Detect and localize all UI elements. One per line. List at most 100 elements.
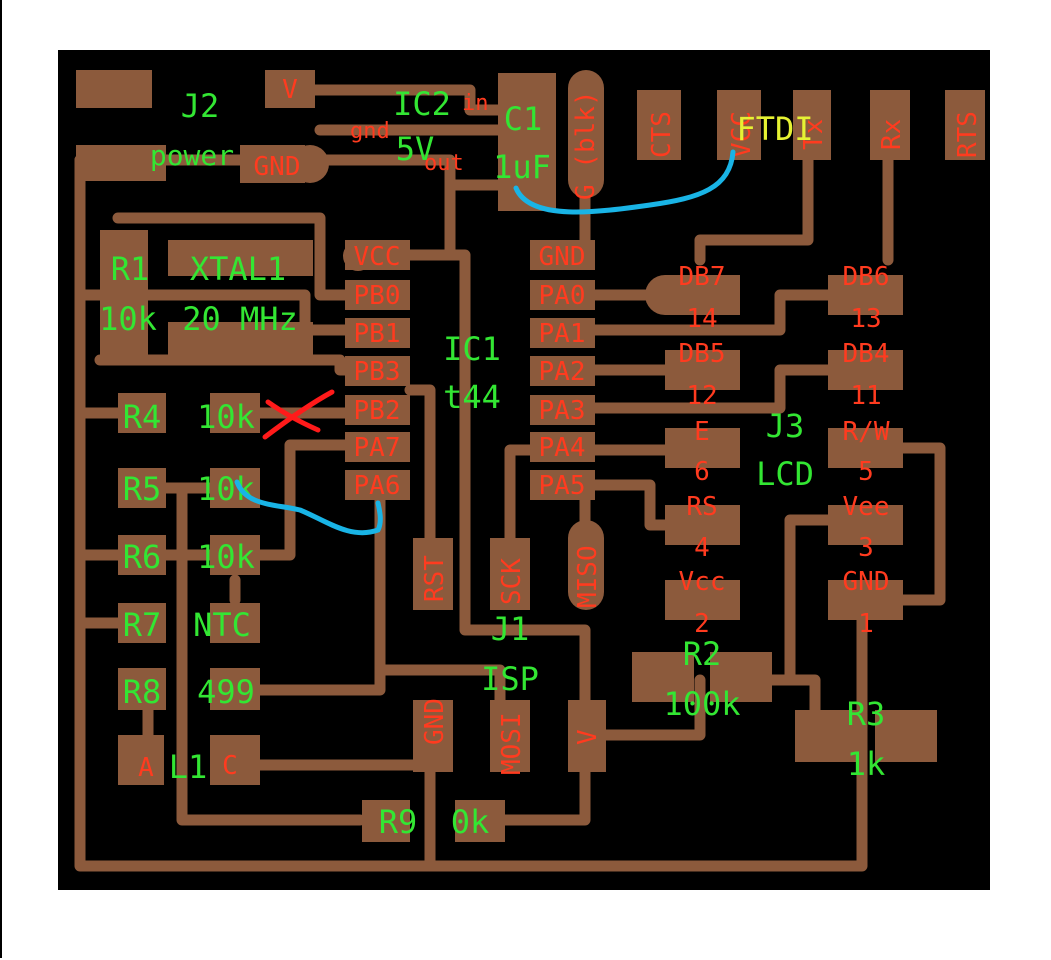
- xtal1-value: 20 MHz: [182, 300, 298, 338]
- r9-value: 0k: [451, 803, 490, 841]
- ic1-ref: IC1: [443, 330, 501, 368]
- l1-pin-c-label: C: [222, 751, 238, 781]
- pad-labels: V GND in gnd out VCC PB0 PB1 PB3 PB2 PA7…: [138, 75, 983, 783]
- ic1-pin-pa5: [530, 470, 595, 500]
- lcd-pad-db4: [828, 350, 903, 390]
- ic1-pin-pb0: [345, 280, 410, 310]
- component-labels: J2 power IC2 5V C1 1uF R1 10k XTAL1 20 M…: [99, 85, 885, 841]
- r2-pad-right: [710, 652, 772, 702]
- lcd-pin-label-rw: R/W: [843, 417, 890, 447]
- ic1-pin-label-vcc: VCC: [354, 242, 401, 272]
- r1-pad: [100, 230, 148, 362]
- lcd-pin-num-e: 6: [694, 457, 710, 487]
- j2-pad-1: [76, 70, 152, 108]
- isp-pad-rst: [413, 538, 453, 610]
- lcd-pad-db6: [828, 275, 903, 315]
- j2-name: power: [150, 139, 234, 172]
- lcd-pad-db5: [665, 350, 740, 390]
- ic1-value: t44: [443, 378, 501, 416]
- isp-pin-label-rst: RST: [420, 555, 450, 602]
- lcd-pin-num-db7: 14: [686, 304, 717, 334]
- lcd-pad-vcc: [665, 580, 740, 620]
- ic1-pin-label-pa1: PA1: [539, 319, 586, 349]
- trace-cut-mark: [262, 389, 335, 440]
- lcd-pin-num-rs: 4: [694, 533, 710, 563]
- ftdi-pin-label-g: G (blk): [571, 90, 601, 200]
- lcd-pad-e: [665, 428, 740, 468]
- j2-pad-2: [76, 145, 166, 181]
- ic1-pin-pa4: [530, 432, 595, 462]
- ic2-ref: IC2: [393, 85, 451, 123]
- r5-ref: R5: [123, 470, 162, 508]
- isp-pin-label-mosi: MOSI: [497, 712, 527, 775]
- ic1-pin-label-pb3: PB3: [354, 357, 401, 387]
- ic1-pin-pa0: [530, 280, 595, 310]
- r7-pad-right: [210, 603, 260, 643]
- r9-ref: R9: [379, 803, 418, 841]
- r7-value: NTC: [193, 606, 251, 644]
- lcd-pin-label-db4: DB4: [843, 339, 890, 369]
- ftdi-pad-g: [568, 70, 604, 198]
- isp-pin-label-sck: SCK: [497, 558, 527, 605]
- ftdi-pad-tx: [793, 90, 831, 160]
- lcd-pin-label-db6: DB6: [843, 262, 890, 292]
- jumper-wire-ftdi-vcc: [513, 149, 736, 215]
- copper-pads: [76, 70, 985, 842]
- lcd-pin-num-db6: 13: [850, 304, 881, 334]
- r4-pad-right: [210, 393, 260, 433]
- c1-ref: C1: [504, 100, 543, 138]
- ic1-pin-pb3: [345, 356, 410, 386]
- j2-pad-v: [265, 70, 315, 108]
- r8-pad-left: [118, 668, 166, 710]
- r3-pad-right: [875, 710, 937, 762]
- lcd-pad-rw: [828, 428, 903, 468]
- isp-pad-mosi: [490, 700, 530, 772]
- isp-pad-v: [568, 700, 606, 772]
- ic1-pin-pa7: [345, 432, 410, 462]
- r5-pad-left: [118, 468, 166, 508]
- lcd-pin-num-vcc: 2: [694, 609, 710, 639]
- ftdi-pad-rts: [945, 90, 985, 160]
- l1-ref: L1: [169, 748, 208, 786]
- ftdi-pin-label-cts: CTS: [647, 111, 677, 158]
- l1-pad-c: [210, 735, 260, 785]
- ic1-pin-pa2: [530, 356, 595, 386]
- ic1-pin-label-pa2: PA2: [539, 357, 586, 387]
- r1-value: 10k: [99, 300, 157, 338]
- lcd-pin-num-db5: 12: [686, 381, 717, 411]
- lcd-pin-label-gnd: GND: [843, 567, 890, 597]
- ic1-pin-pa6: [345, 470, 410, 500]
- lcd-pin-num-rw: 5: [858, 457, 874, 487]
- r7-pad-left: [118, 603, 166, 643]
- r7-ref: R7: [123, 606, 162, 644]
- ic1-pin-label-pb0: PB0: [354, 281, 401, 311]
- r8-pad-right: [210, 668, 260, 710]
- lcd-pin-label-vee: Vee: [843, 492, 890, 522]
- lcd-pin-num-vee: 3: [858, 533, 874, 563]
- ftdi-name: FTDI: [736, 110, 813, 148]
- r6-pad-left: [118, 535, 166, 575]
- j2-pin-gnd-label: GND: [254, 152, 301, 182]
- ic1-pin-vcc: [345, 240, 410, 270]
- ic2-value: 5V: [396, 130, 435, 168]
- ftdi-pin-label-rts: RTS: [953, 111, 983, 158]
- j1-ref: J1: [491, 610, 530, 648]
- xtal1-pad-bottom: [168, 322, 313, 358]
- lcd-pad-rs: [665, 505, 740, 545]
- ic1-pin-label-pb1: PB1: [354, 319, 401, 349]
- ftdi-pad-vcc: [717, 90, 761, 160]
- xtal1-ref: XTAL1: [190, 250, 286, 288]
- r9-pad-right: [455, 800, 505, 842]
- ic2-pin-gnd-label: gnd: [350, 119, 390, 144]
- lcd-pad-gnd: [828, 580, 903, 620]
- copper-traces: [74, 84, 946, 872]
- ic1-pin-label-pa5: PA5: [539, 471, 586, 501]
- ic1-pin-label-pa6: PA6: [354, 471, 401, 501]
- j2-pad-gnd-round: [291, 145, 329, 183]
- lcd-pin-label-vcc: Vcc: [679, 567, 726, 597]
- ic1-pin-label-pb2: PB2: [354, 396, 401, 426]
- ftdi-pad-rx: [870, 90, 910, 160]
- c1-value: 1uF: [493, 148, 551, 186]
- jumper-wire-pa6: [234, 479, 383, 536]
- ic1-pin-label-pa4: PA4: [539, 433, 586, 463]
